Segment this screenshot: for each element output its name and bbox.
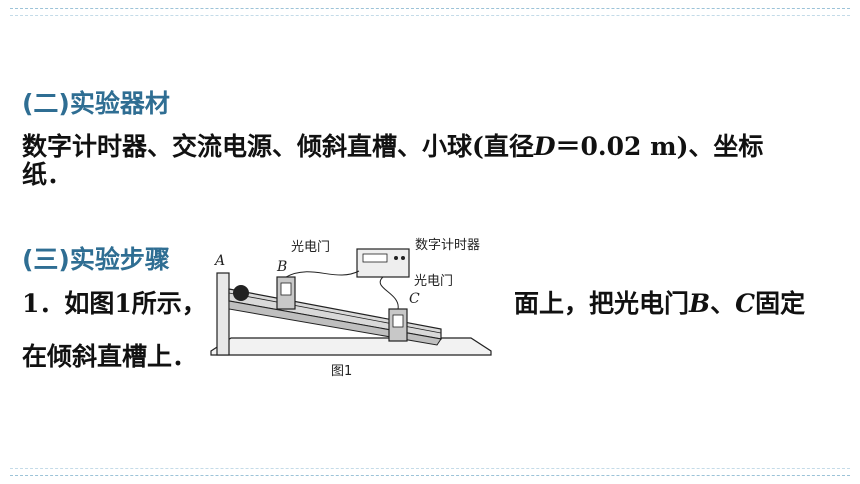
step1-text-a: 1．如图1所示， — [22, 289, 207, 318]
gate-top-label: 光电门 — [291, 240, 330, 255]
decorative-top-border — [10, 8, 850, 31]
step1-text-b: 面上，把光电门B、C固定 — [514, 287, 805, 321]
point-a-label: A — [213, 253, 225, 269]
digital-timer — [356, 248, 410, 278]
materials-line-1: 数字计时器、交流电源、倾斜直槽、小球(直径D＝0.02 m)、坐标 — [22, 130, 763, 164]
materials-text-b: ＝0.02 m)、坐标 — [555, 132, 764, 161]
figure-caption: 图1 — [331, 364, 352, 379]
materials-line-2: 纸． — [22, 160, 73, 189]
section-heading-steps: (三)实验步骤 — [22, 245, 170, 274]
section-heading-materials: (二)实验器材 — [22, 89, 170, 118]
wire-c — [379, 276, 399, 310]
step1-line-2: 在倾斜直槽上． — [22, 342, 198, 371]
gate-c-variable: C — [735, 289, 756, 318]
timer-knob — [401, 256, 405, 260]
step1-separator: 、 — [710, 289, 736, 318]
diameter-variable: D — [533, 132, 556, 161]
base-plate — [210, 337, 492, 356]
support-post — [216, 272, 230, 356]
photogate-b-window — [280, 282, 292, 296]
step1-text-c: 固定 — [755, 289, 806, 318]
step1-text-b-start: 面上，把光电门 — [514, 289, 690, 318]
wire-b — [285, 270, 360, 278]
timer-display — [362, 253, 388, 263]
photogate-c-window — [392, 314, 404, 328]
decorative-bottom-border — [10, 455, 850, 476]
timer-label: 数字计时器 — [415, 238, 480, 253]
point-b-label: B — [276, 259, 287, 275]
timer-knob — [394, 256, 398, 260]
gate-b-variable: B — [689, 289, 711, 318]
track-side — [228, 300, 442, 346]
apparatus-figure: 数字计时器 光电门 光电门 A B C 图1 — [201, 233, 514, 381]
gate-right-label: 光电门 — [414, 274, 453, 289]
ball — [233, 285, 249, 301]
apparatus-diagram: 数字计时器 光电门 光电门 A B C 图1 — [210, 238, 492, 379]
materials-text-a: 数字计时器、交流电源、倾斜直槽、小球(直径 — [22, 132, 534, 161]
point-c-label: C — [409, 291, 420, 307]
